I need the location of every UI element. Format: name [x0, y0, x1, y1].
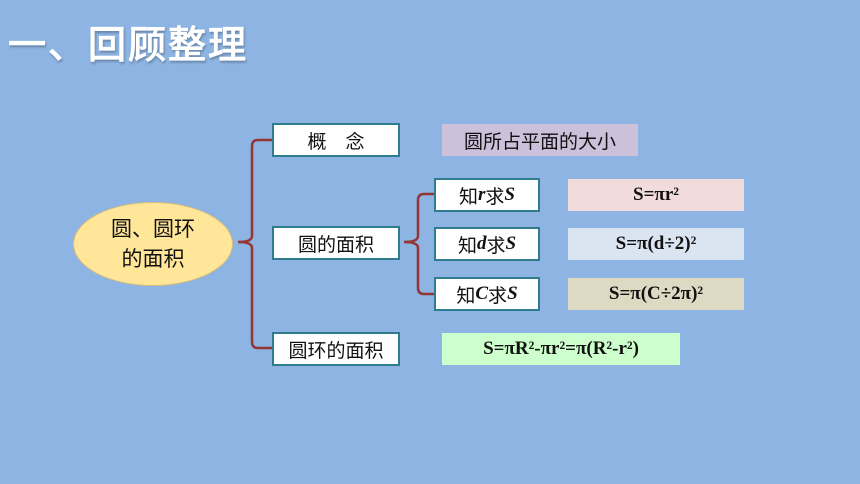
known-c-pre: 知 [456, 284, 476, 307]
formula-r-text: S=πr² [633, 184, 679, 205]
known-r-post: 求 [485, 185, 505, 208]
known-r-var: r [478, 184, 486, 205]
center-topic: 圆、圆环 的面积 [73, 202, 233, 286]
ring-area-label: 圆环的面积 [288, 339, 384, 362]
formula-d-text: S=π(d÷2)² [615, 233, 697, 254]
ring-formula: S=πR²-πr²=π(R²-r²) [442, 333, 680, 365]
main-bracket [237, 138, 272, 350]
ring-area-box: 圆环的面积 [272, 332, 400, 366]
known-r-target: S [504, 184, 515, 205]
formula-c: S=π(C÷2π)² [568, 278, 744, 310]
sub-bracket [403, 192, 434, 296]
center-topic-line1: 圆、圆环 [111, 217, 195, 241]
center-topic-line2: 的面积 [121, 247, 185, 271]
concept-definition-text: 圆所占平面的大小 [463, 130, 616, 153]
known-c-post: 求 [488, 284, 508, 307]
ring-formula-text: S=πR²-πr²=π(R²-r²) [483, 338, 639, 359]
known-d-var: d [476, 233, 487, 254]
circle-area-label: 圆的面积 [297, 233, 374, 256]
concept-definition: 圆所占平面的大小 [442, 124, 638, 156]
page-title: 一、回顾整理 [8, 23, 249, 67]
circle-area-box: 圆的面积 [272, 226, 400, 260]
known-c-var: C [475, 283, 489, 304]
known-d-post: 求 [486, 234, 506, 257]
known-d-pre: 知 [457, 234, 477, 257]
known-d-target: S [505, 233, 517, 254]
known-c-target: S [507, 283, 518, 304]
formula-r: S=πr² [568, 179, 744, 211]
formula-d: S=π(d÷2)² [568, 228, 744, 260]
concept-label: 概 念 [307, 130, 365, 153]
concept-box: 概 念 [272, 123, 400, 157]
known-r-pre: 知 [458, 185, 478, 208]
formula-c-text: S=π(C÷2π)² [608, 283, 704, 304]
